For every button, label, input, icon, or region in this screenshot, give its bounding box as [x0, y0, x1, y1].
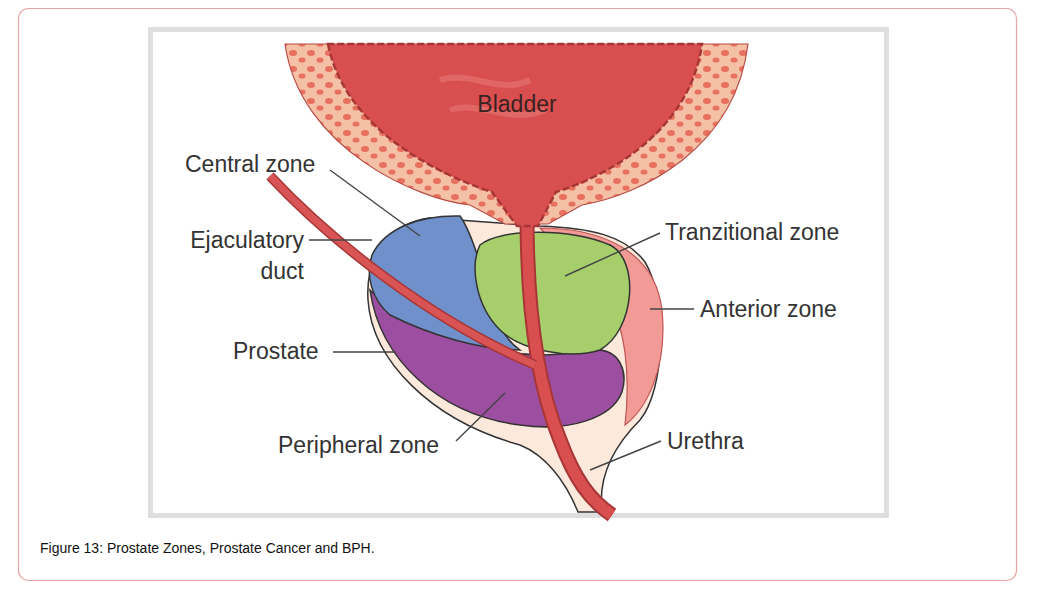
transitional-zone	[475, 232, 630, 354]
leader-line	[565, 233, 660, 276]
leader-line	[456, 393, 505, 441]
card-border	[19, 9, 1017, 581]
bladder-organ: Bladder	[280, 40, 752, 232]
bladder-shape	[280, 40, 752, 232]
zone-label: Peripheral zone	[278, 431, 439, 459]
zone-label: Ejaculatory duct	[176, 225, 304, 287]
zone-label: Anterior zone	[700, 295, 837, 323]
organ-label: Bladder	[477, 90, 556, 118]
leader-line	[590, 441, 661, 470]
leader-line	[650, 308, 694, 309]
zone-label: Prostate	[233, 337, 319, 365]
bladder-lumen	[328, 44, 702, 226]
figure-caption: Figure 13: Prostate Zones, Prostate Canc…	[40, 540, 375, 556]
zone-label: Tranzitional zone	[665, 218, 839, 246]
zone-label: Central zone	[185, 150, 315, 178]
figure-frame	[151, 30, 887, 516]
leader-line	[309, 239, 372, 240]
zone-label: Urethra	[667, 427, 744, 455]
leader-line	[333, 351, 396, 352]
